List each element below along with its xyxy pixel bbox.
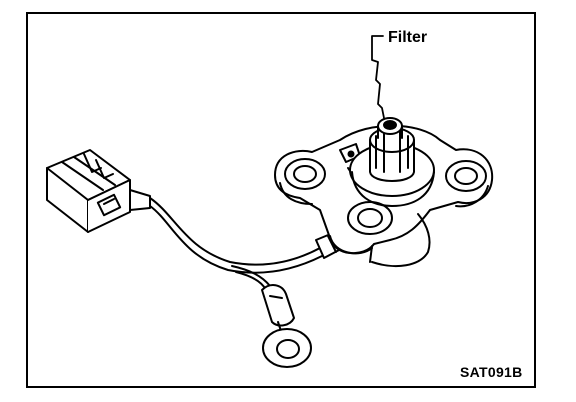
wire-harness xyxy=(149,197,323,291)
right-mounting-hole xyxy=(445,160,487,192)
wire-connector xyxy=(46,149,151,233)
filter-port xyxy=(349,117,435,207)
figure-code: SAT091B xyxy=(460,364,523,380)
filter-leader-line xyxy=(371,35,385,119)
left-mounting-hole xyxy=(284,158,326,190)
sensor-body xyxy=(369,213,431,268)
filter-callout-label: Filter xyxy=(388,29,428,46)
ground-terminal xyxy=(261,284,312,368)
front-mounting-hole xyxy=(347,201,393,235)
